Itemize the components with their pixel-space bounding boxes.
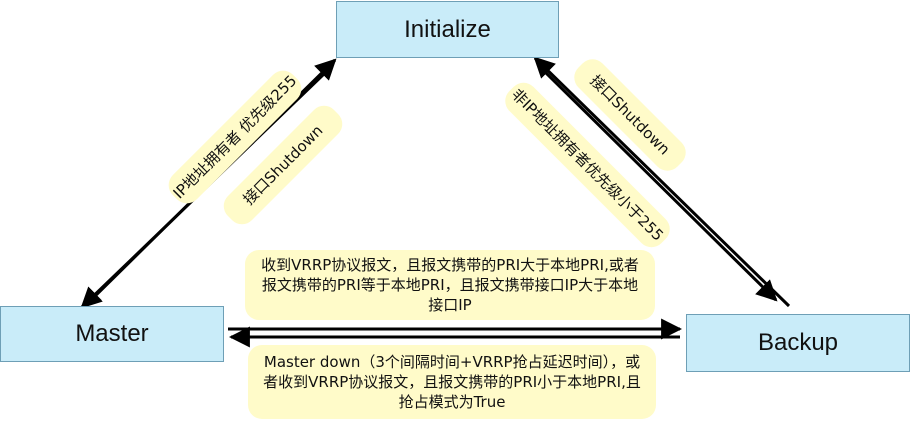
state-initialize-label: Initialize [404, 15, 491, 43]
state-backup-label: Backup [757, 329, 839, 356]
state-backup: Backup [686, 314, 910, 372]
state-master: Master [0, 306, 224, 362]
note-backup-to-master: Master down（3个间隔时间+VRRP抢占延迟时间），或者收到VRRP协… [248, 345, 656, 419]
note-master-to-backup-text: 收到VRRP协议报文，且报文携带的PRI大于本地PRI,或者报文携带的PRI等于… [261, 256, 639, 314]
arrow-backup-to-initialize [533, 56, 791, 308]
arrow-initialize-to-backup [539, 66, 778, 302]
state-master-label: Master [75, 320, 149, 347]
state-initialize: Initialize [336, 1, 559, 58]
note-master-to-backup: 收到VRRP协议报文，且报文携带的PRI大于本地PRI,或者报文携带的PRI等于… [245, 250, 655, 320]
note-backup-to-master-text: Master down（3个间隔时间+VRRP抢占延迟时间），或者收到VRRP协… [263, 353, 641, 411]
